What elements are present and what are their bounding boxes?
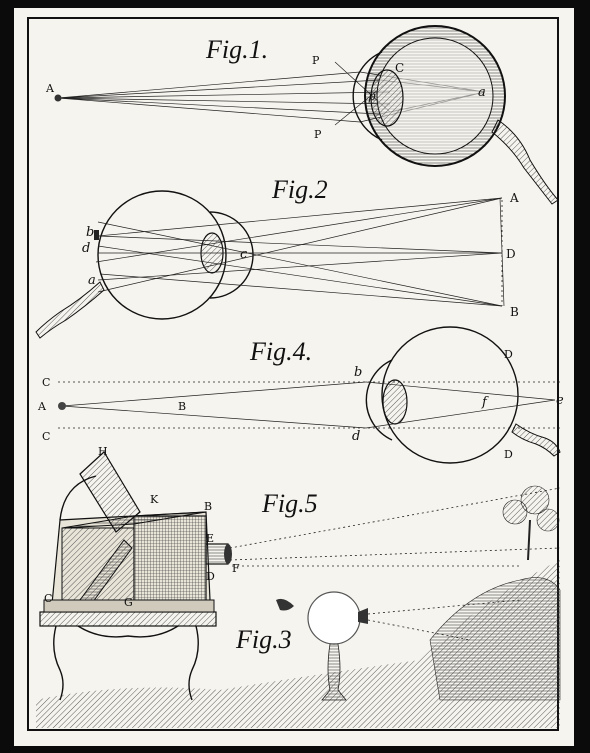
fig5-label-F: F — [232, 562, 240, 575]
fig1-label-A: A — [45, 82, 55, 95]
fig2-label-B: B — [510, 305, 519, 319]
fig4-label-C-bottom: C — [42, 430, 50, 443]
fig5-label-G: G — [124, 596, 133, 609]
fig2-optic-nerve — [35, 281, 105, 339]
fig4-label-f: f — [481, 395, 489, 410]
fig2-label-A: A — [509, 191, 519, 205]
fig2-rays — [95, 197, 503, 307]
fig3-stand — [321, 643, 347, 701]
figure-4: Fig.4. C A B C b d f e D D — [37, 326, 564, 464]
fig2-label-a: a — [88, 273, 96, 288]
fig2-label-b: b — [86, 225, 94, 240]
fig4-cornea — [365, 359, 393, 441]
fig5-label-E: E — [206, 532, 214, 545]
fig4-label-B: B — [178, 400, 186, 413]
figure-3: Fig.3 — [235, 591, 521, 701]
fig4-optic-nerve — [511, 423, 561, 457]
figure-2: Fig.2 A D B b d a c — [35, 175, 519, 339]
fig2-label-c: c — [240, 247, 248, 262]
fig4-eyeball — [381, 326, 519, 464]
fig3-title: Fig.3 — [235, 625, 292, 654]
fig4-label-A: A — [37, 400, 47, 413]
fig4-label-d: d — [352, 429, 360, 444]
fig2-label-d: d — [82, 241, 90, 256]
fig1-label-p: p — [368, 89, 376, 103]
figure-5: Fig.5 H K B E F D C — [36, 445, 561, 728]
fig4-label-C-top: C — [42, 376, 50, 389]
fig5-landscape — [36, 485, 561, 728]
fig1-lens — [370, 69, 404, 127]
fig5-mirror-lid — [79, 451, 141, 533]
fig5-label-K: K — [150, 493, 159, 506]
fig2-eyeball — [97, 190, 227, 320]
plate-border — [27, 17, 559, 731]
fig1-label-a: a — [478, 85, 486, 100]
fig1-title: Fig.1. — [205, 35, 268, 64]
fig4-label-D-bottom: D — [504, 448, 513, 461]
fig5-label-C: C — [44, 592, 52, 605]
fig2-cornea — [209, 211, 254, 299]
fig5-label-B: B — [204, 500, 212, 513]
fig2-title: Fig.2 — [271, 175, 328, 204]
fig1-cornea — [352, 51, 383, 141]
fig4-lens — [382, 379, 408, 425]
fig5-label-H: H — [98, 445, 108, 458]
fig1-label-P-top: P — [312, 54, 320, 67]
fig3-glass-sphere — [307, 591, 361, 645]
figure-1: Fig.1. A P P C p a — [45, 25, 559, 205]
fig4-label-b: b — [354, 365, 362, 380]
fig5-tree — [502, 485, 560, 561]
fig2-label-D: D — [506, 247, 516, 261]
fig4-title: Fig.4. — [249, 337, 312, 366]
fig4-rays — [61, 381, 556, 429]
fig1-label-P-bottom: P — [314, 128, 322, 141]
fig5-title: Fig.5 — [261, 489, 318, 518]
fig1-optic-nerve — [491, 119, 559, 205]
fig5-label-D: D — [206, 570, 215, 583]
fig1-label-C: C — [395, 61, 404, 75]
fig4-label-D-top: D — [504, 348, 513, 361]
fig5-camera-box — [43, 451, 232, 613]
fig4-label-e: e — [556, 393, 564, 408]
